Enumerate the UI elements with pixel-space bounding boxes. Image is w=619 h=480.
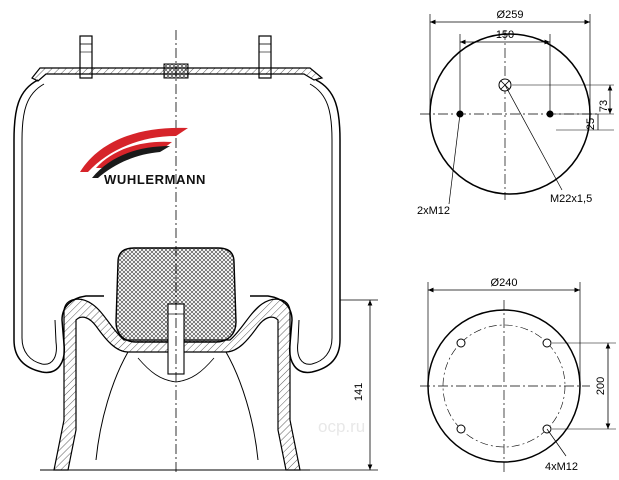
bolt-hole-2 xyxy=(542,338,552,348)
top-bead-plate xyxy=(31,67,324,82)
offset-25-label: 25 xyxy=(585,118,597,130)
piston-wall xyxy=(53,298,301,471)
bolt-hole-1 xyxy=(456,338,466,348)
brand-logo: WUHLERMANN xyxy=(80,127,206,187)
top-diameter-label: Ø259 xyxy=(497,9,524,21)
logo-swoosh-black xyxy=(92,146,170,178)
bottom-plate-view: Ø240 200 4xM12 xyxy=(420,277,616,473)
side-view: WUHLERMANN 141 xyxy=(13,30,378,474)
studs-label: 2xM12 xyxy=(417,205,450,217)
bottom-diameter-label: Ø240 xyxy=(491,277,518,289)
stud-hole-right xyxy=(546,110,554,118)
bolt-holes-label: 4xM12 xyxy=(545,461,578,473)
bellow-outline xyxy=(13,79,104,374)
bellow-outline-right xyxy=(250,79,341,374)
logo-swoosh-red xyxy=(80,127,188,172)
brand-name: WUHLERMANN xyxy=(104,172,206,187)
watermark: ocp.ru xyxy=(318,417,365,436)
height-dimension-141: 141 xyxy=(300,299,378,471)
center-port-label: M22x1,5 xyxy=(550,193,592,205)
bolt-hole-3 xyxy=(456,424,466,434)
top-plate-view: Ø259 150 73 25 2xM12 M22x1,5 xyxy=(417,9,614,217)
offset-73-label: 73 xyxy=(598,100,610,112)
bottom-height-label: 200 xyxy=(595,377,607,395)
height-141-label: 141 xyxy=(353,383,365,401)
